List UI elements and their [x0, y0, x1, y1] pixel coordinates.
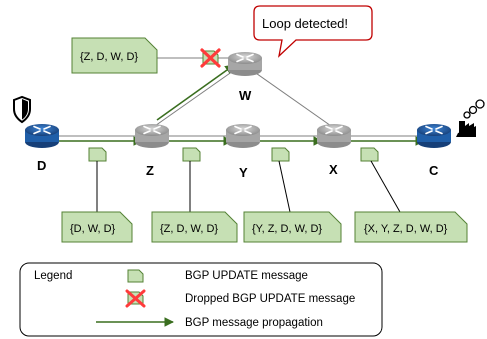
loop-alert-callout: Loop detected!	[253, 5, 373, 58]
msg-icon-d	[88, 147, 107, 162]
legend-update-icon	[127, 269, 144, 283]
node-label-c: C	[429, 163, 439, 178]
legend-propagation-label: BGP message propagation	[185, 317, 323, 329]
message-box-d: {D, W, D}	[61, 211, 133, 243]
message-box-w: {Z, D, W, D}	[71, 37, 158, 74]
node-label-d: D	[37, 158, 46, 173]
message-box-z: {Z, D, W, D}	[151, 211, 238, 243]
router-y	[226, 124, 260, 148]
factory-icon	[456, 99, 485, 137]
legend-title: Legend	[34, 270, 72, 282]
message-box-x: {X, Y, Z, D, W, D}	[354, 211, 468, 243]
message-text-w: {Z, D, W, D}	[80, 51, 138, 63]
message-text-z: {Z, D, W, D}	[160, 223, 218, 235]
message-text-y: {Y, Z, D, W, D}	[252, 223, 322, 235]
node-label-z: Z	[146, 163, 154, 178]
loop-alert-text: Loop detected!	[262, 16, 348, 31]
propagation-arrows	[46, 64, 425, 146]
link-w-x	[242, 63, 335, 129]
message-box-y: {Y, Z, D, W, D}	[243, 211, 342, 243]
node-label-y: Y	[239, 165, 248, 180]
update-message-icons	[88, 147, 379, 162]
link-z-w	[151, 63, 244, 129]
msg-icon-y	[271, 147, 290, 162]
node-label-w: W	[239, 88, 252, 103]
router-d	[25, 124, 59, 148]
legend-update-label: BGP UPDATE message	[185, 270, 308, 282]
arrow-z-w	[156, 64, 235, 121]
legend-dropped-icon	[125, 289, 146, 308]
router-z	[135, 124, 169, 148]
router-w	[228, 52, 262, 76]
msg-icon-z	[182, 147, 201, 162]
leader-lines	[96, 160, 401, 213]
legend: Legend BGP UPDATE message Dropped BGP UP…	[19, 262, 383, 337]
legend-dropped-label: Dropped BGP UPDATE message	[185, 293, 355, 305]
message-text-d: {D, W, D}	[70, 223, 116, 235]
node-label-x: X	[329, 162, 338, 177]
router-x	[317, 124, 351, 148]
router-c	[417, 124, 451, 148]
dropped-message-icon	[200, 48, 221, 68]
msg-icon-x	[360, 147, 379, 162]
message-text-x: {X, Y, Z, D, W, D}	[364, 223, 448, 235]
shield-icon	[13, 95, 31, 124]
